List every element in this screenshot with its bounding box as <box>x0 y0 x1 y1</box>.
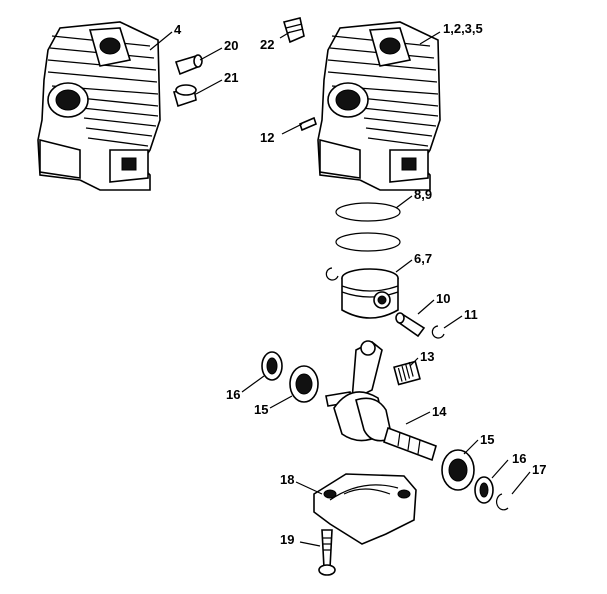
seal-left <box>261 351 283 381</box>
callout-14: 14 <box>432 404 447 419</box>
callout-8-9: 8,9 <box>414 187 432 202</box>
callout-16-right: 16 <box>512 451 526 466</box>
crankshaft <box>325 340 437 462</box>
bearing-left <box>289 365 319 403</box>
fitting-22 <box>282 17 305 44</box>
callout-19: 19 <box>280 532 294 547</box>
callout-6-7: 6,7 <box>414 251 432 266</box>
callout-21: 21 <box>224 70 238 85</box>
fitting-20 <box>174 54 203 76</box>
leader-lines <box>149 31 531 547</box>
plug-21 <box>172 84 197 108</box>
valve-12 <box>299 116 317 132</box>
callout-17: 17 <box>532 462 546 477</box>
callout-1-2-3-5: 1,2,3,5 <box>443 21 483 36</box>
callout-10: 10 <box>436 291 450 306</box>
callout-16-left: 16 <box>226 387 240 402</box>
callout-4: 4 <box>174 22 182 37</box>
cylinder-right <box>317 21 441 191</box>
cylinder-left <box>37 21 161 191</box>
crankcase <box>313 473 417 545</box>
piston-rings <box>335 202 401 252</box>
seal-right <box>474 476 494 504</box>
callout-12: 12 <box>260 130 274 145</box>
callout-15-right: 15 <box>480 432 494 447</box>
piston-pin <box>395 312 445 339</box>
callout-18: 18 <box>280 472 294 487</box>
callout-20: 20 <box>224 38 238 53</box>
callout-13: 13 <box>420 349 434 364</box>
callout-15-left: 15 <box>254 402 268 417</box>
bearing-right <box>441 449 475 491</box>
callouts: 4 20 21 22 1,2,3,5 12 8,9 6,7 10 11 13 1… <box>174 21 546 547</box>
bolt-19 <box>318 529 336 576</box>
needle-bearing <box>393 360 421 386</box>
clip-17 <box>495 493 509 511</box>
callout-11: 11 <box>464 307 478 322</box>
callout-22: 22 <box>260 37 274 52</box>
piston <box>325 267 399 319</box>
